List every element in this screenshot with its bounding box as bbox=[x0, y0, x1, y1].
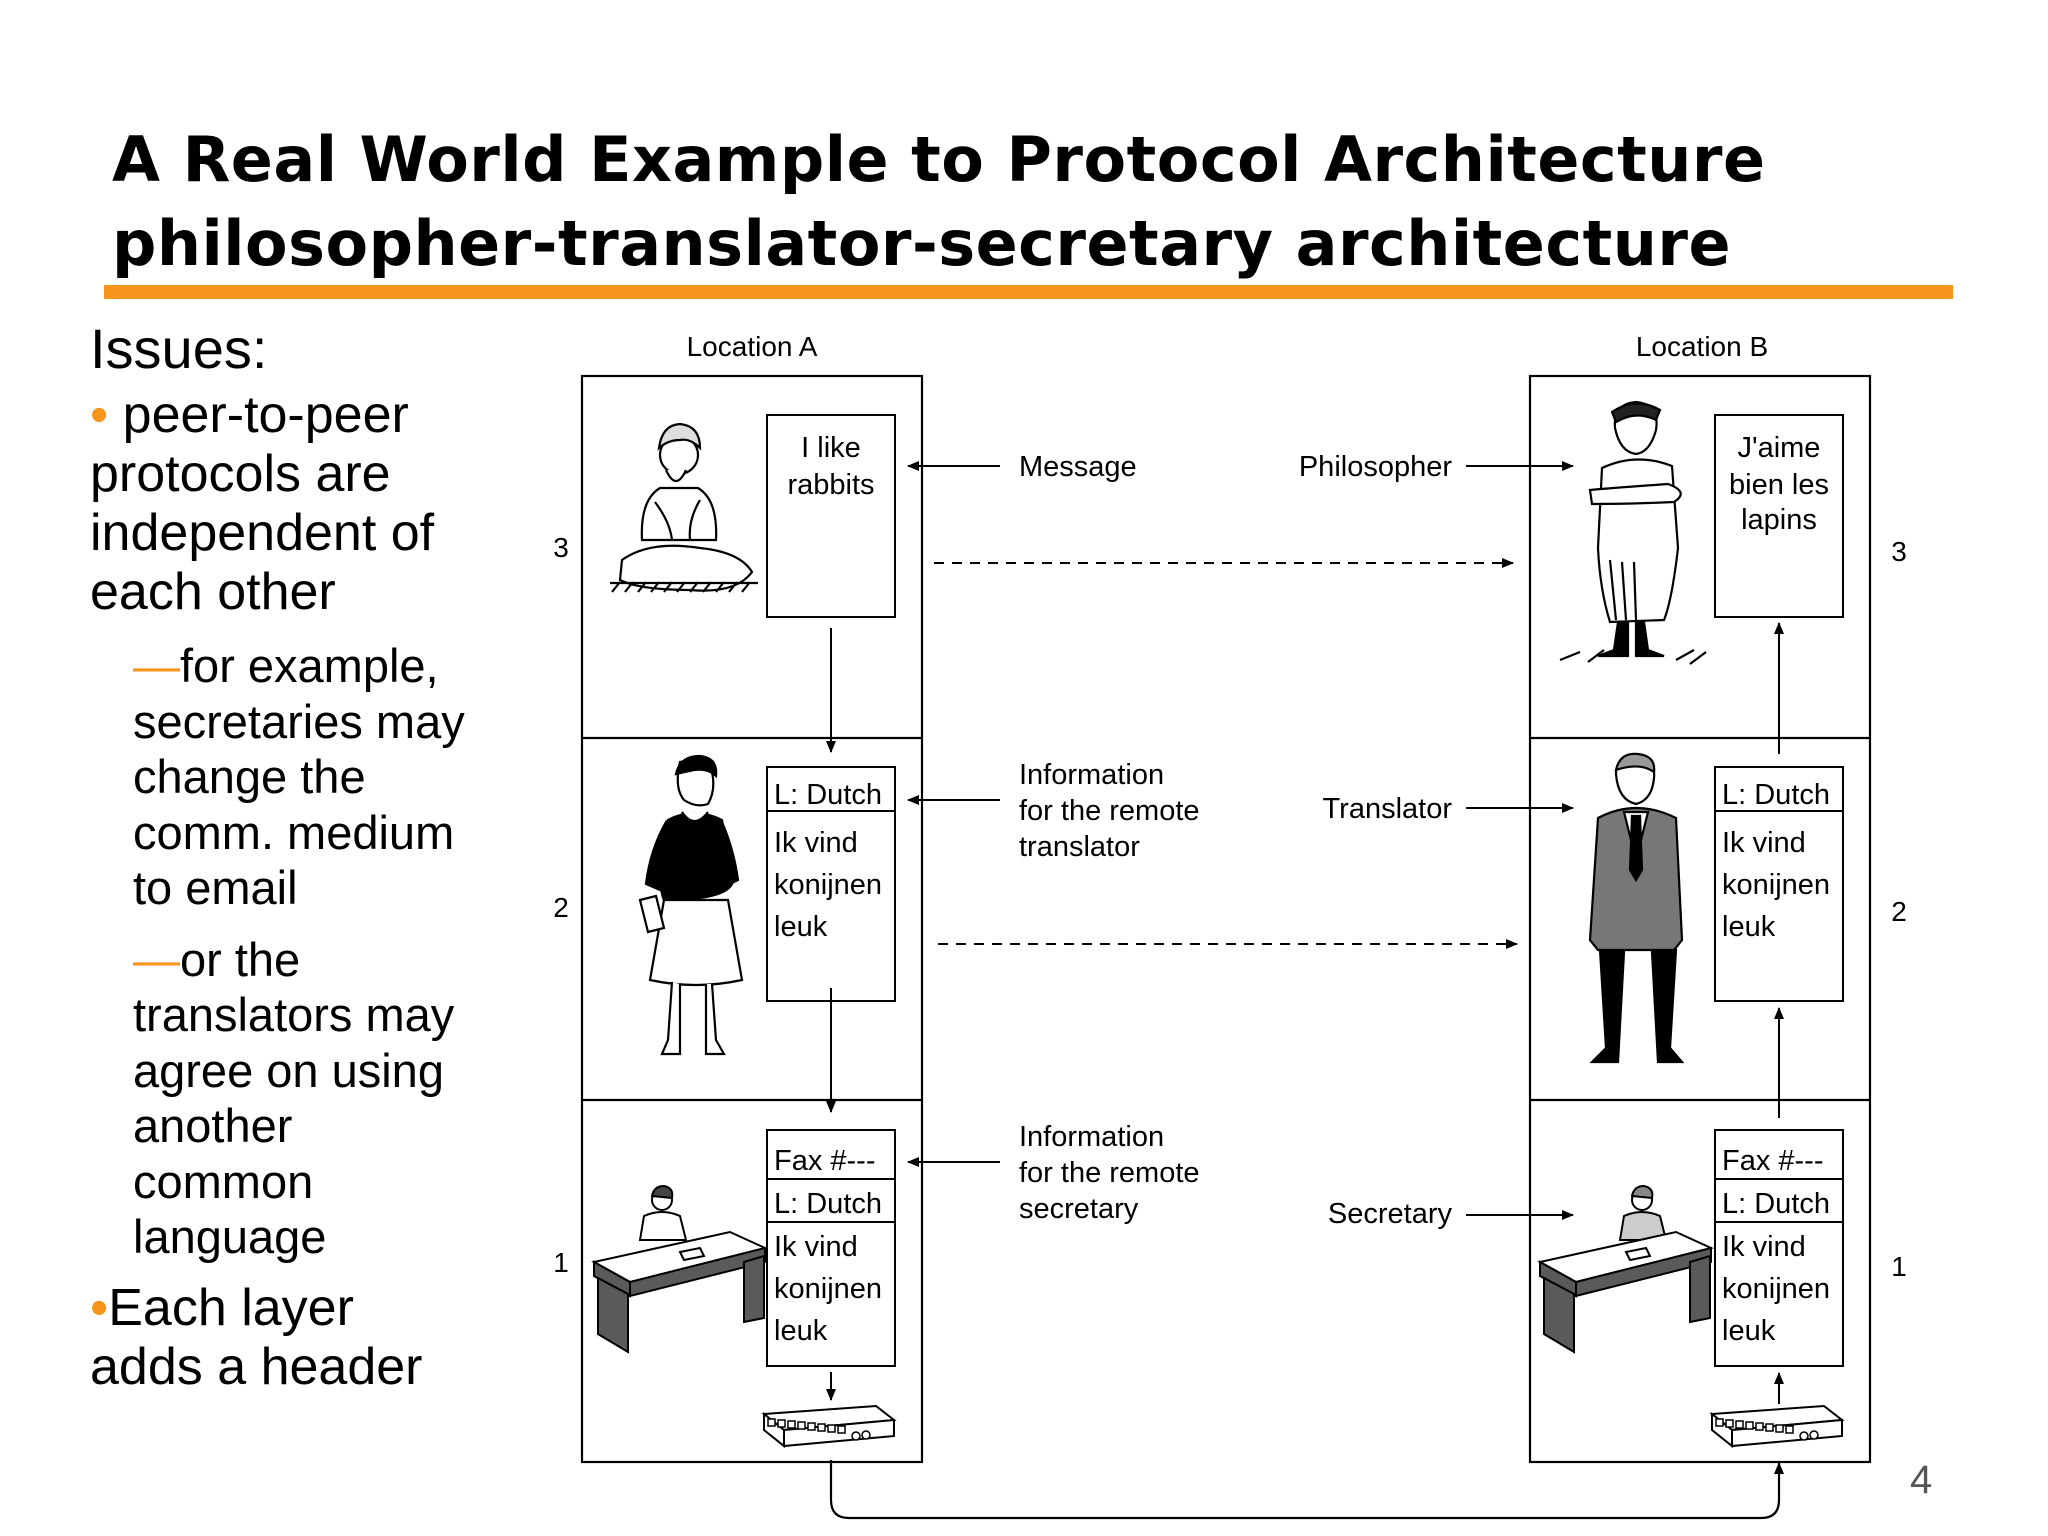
note-header: Fax #--- bbox=[774, 1145, 876, 1177]
note-text: I like bbox=[801, 432, 861, 464]
label-info-secretary: secretary bbox=[1019, 1193, 1139, 1225]
note-text: konijnen bbox=[1722, 1273, 1830, 1305]
note-philosopher-b bbox=[1714, 414, 1844, 618]
note-text: Ik vind bbox=[1722, 827, 1806, 859]
fax-machine-icon bbox=[1709, 1404, 1845, 1449]
male-translator-icon bbox=[1588, 752, 1685, 1064]
fax-machine-icon bbox=[761, 1404, 897, 1449]
slide-number: 4 bbox=[1910, 1458, 1933, 1502]
sub-bullet-line: for example, bbox=[180, 639, 439, 692]
layer-number-2-a: 2 bbox=[553, 892, 569, 923]
sub-bullet-line: comm. medium bbox=[133, 805, 455, 859]
note-text: konijnen bbox=[774, 869, 882, 901]
location-b-stack bbox=[1528, 374, 1872, 1464]
note-text: leuk bbox=[1722, 911, 1776, 943]
note-header: L: Dutch bbox=[1722, 1188, 1830, 1220]
label-info-secretary: Information bbox=[1019, 1121, 1164, 1153]
note-text: Ik vind bbox=[1722, 1231, 1806, 1263]
layer-number-3-a: 3 bbox=[553, 532, 569, 563]
bullet-peer-to-peer: • peer-to-peer protocols are independent… bbox=[90, 386, 530, 622]
label-message: Message bbox=[1019, 451, 1137, 483]
label-info-translator: translator bbox=[1019, 831, 1140, 863]
role-translator: Translator bbox=[1323, 793, 1453, 825]
standing-philosopher-icon bbox=[1559, 400, 1707, 665]
layer-number-3-b: 3 bbox=[1891, 536, 1907, 567]
note-secretary-b bbox=[1714, 1129, 1844, 1367]
dash-marker: — bbox=[133, 932, 180, 986]
note-header: L: Dutch bbox=[1722, 779, 1830, 811]
layer-number-1-a: 1 bbox=[553, 1247, 569, 1278]
bullet-marker: • bbox=[90, 386, 109, 444]
title-underline bbox=[104, 285, 1953, 299]
sub-bullet-line: secretaries may bbox=[133, 694, 465, 748]
bullet-each-layer: •Each layer adds a header bbox=[90, 1279, 530, 1397]
note-header: L: Dutch bbox=[774, 1188, 882, 1220]
slide-title: A Real World Example to Protocol Archite… bbox=[112, 118, 1972, 286]
label-info-secretary: for the remote bbox=[1019, 1157, 1200, 1189]
title-line-2: philosopher-translator-secretary archite… bbox=[112, 207, 1731, 280]
layer-number-2-b: 2 bbox=[1891, 896, 1907, 927]
secretary-at-desk-icon bbox=[1537, 1184, 1715, 1354]
role-philosopher: Philosopher bbox=[1299, 451, 1452, 483]
bullet-line: protocols are bbox=[90, 445, 391, 503]
note-text: lapins bbox=[1741, 504, 1817, 536]
note-secretary-a bbox=[766, 1129, 896, 1367]
issues-heading: Issues: bbox=[90, 317, 268, 380]
issues-list: Issues: • peer-to-peer protocols are ind… bbox=[90, 318, 530, 1397]
bullet-line: independent of bbox=[90, 504, 435, 562]
sub-bullet-translators: —or the translators may agree on using a… bbox=[133, 932, 530, 1265]
role-secretary: Secretary bbox=[1328, 1198, 1453, 1230]
bullet-line: adds a header bbox=[90, 1337, 423, 1396]
sub-bullet-line: agree on using bbox=[133, 1043, 444, 1097]
location-b-label: Location B bbox=[1636, 331, 1768, 362]
sub-bullet-line: translators may bbox=[133, 988, 455, 1041]
note-text: leuk bbox=[774, 1315, 828, 1347]
sub-bullet-line: or the bbox=[180, 932, 301, 986]
dash-marker: — bbox=[133, 639, 180, 692]
sub-bullet-line: another bbox=[133, 1099, 293, 1152]
bullet-line: peer-to-peer bbox=[122, 386, 409, 444]
note-philosopher-a bbox=[766, 414, 896, 618]
secretary-at-desk-icon bbox=[591, 1184, 769, 1354]
note-text: rabbits bbox=[787, 469, 874, 501]
note-text: Ik vind bbox=[774, 1231, 858, 1263]
female-translator-icon bbox=[638, 754, 744, 1056]
sitting-philosopher-icon bbox=[610, 422, 758, 593]
note-text: J'aime bbox=[1738, 432, 1821, 464]
location-a-stack bbox=[580, 374, 924, 1464]
sub-bullet-secretaries: —for example, secretaries may change the… bbox=[133, 638, 530, 916]
label-info-translator: Information bbox=[1019, 759, 1164, 791]
title-line-1: A Real World Example to Protocol Archite… bbox=[112, 123, 1766, 196]
bullet-line: Each layer bbox=[108, 1278, 354, 1337]
note-header: L: Dutch bbox=[774, 779, 882, 811]
note-text: Ik vind bbox=[774, 827, 858, 859]
note-text: konijnen bbox=[774, 1273, 882, 1305]
sub-bullet-line: language bbox=[133, 1210, 327, 1263]
note-text: leuk bbox=[1722, 1315, 1776, 1347]
note-text: leuk bbox=[774, 911, 828, 943]
note-header: Fax #--- bbox=[1722, 1145, 1824, 1177]
bullet-line: each other bbox=[90, 563, 336, 621]
note-text: konijnen bbox=[1722, 869, 1830, 901]
sub-bullet-line: change the bbox=[133, 750, 366, 803]
layer-number-1-b: 1 bbox=[1891, 1251, 1907, 1282]
label-info-translator: for the remote bbox=[1019, 795, 1200, 827]
note-translator-a bbox=[766, 766, 896, 1002]
note-text: bien les bbox=[1729, 469, 1829, 501]
physical-link bbox=[829, 1460, 1784, 1520]
bullet-marker: • bbox=[90, 1278, 109, 1337]
note-translator-b bbox=[1714, 766, 1844, 1002]
location-a-label: Location A bbox=[687, 331, 818, 362]
sub-bullet-line: to email bbox=[133, 861, 298, 914]
sub-bullet-line: common bbox=[133, 1154, 314, 1208]
